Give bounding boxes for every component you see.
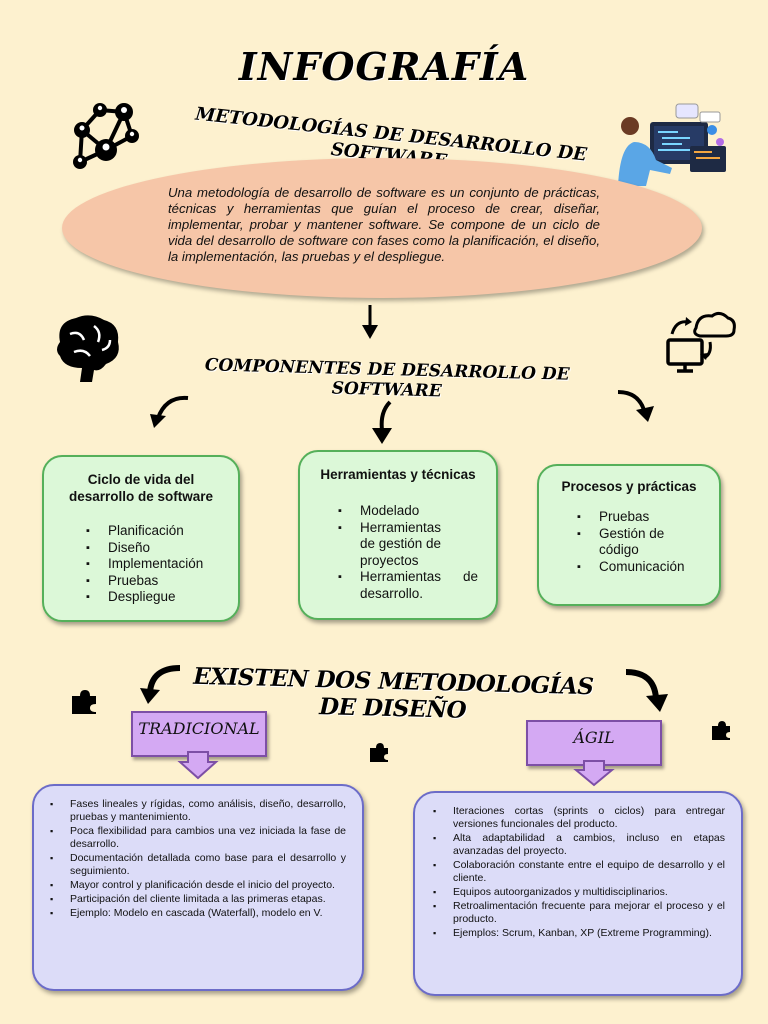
page-title: INFOGRAFÍA <box>238 44 530 89</box>
agile-box: Iteraciones cortas (sprints o ciclos) pa… <box>413 791 743 996</box>
list-item: Fases lineales y rígidas, como análisis,… <box>42 798 346 824</box>
card-lifecycle-title: Ciclo de vida del desarrollo de software <box>68 472 214 504</box>
list-item: Comunicación <box>577 559 705 576</box>
network-people-icon <box>73 103 139 169</box>
puzzle-piece-icon <box>72 690 96 714</box>
list-item: Equipos autoorganizados y multidisciplin… <box>425 886 725 899</box>
card-tools: Herramientas y técnicas Modelado Herrami… <box>298 450 498 620</box>
components-title: COMPONENTES DE DESARROLLO DE SOFTWARE <box>204 355 570 402</box>
list-item: Planificación <box>86 523 238 540</box>
list-item: Herramientas de desarrollo. <box>338 569 478 602</box>
agile-label: ÁGIL <box>526 720 662 766</box>
list-item: Pruebas <box>577 509 705 526</box>
curved-arrow-left-icon <box>140 665 181 704</box>
list-item: Iteraciones cortas (sprints o ciclos) pa… <box>425 805 725 831</box>
list-item: Modelado <box>338 503 478 520</box>
list-item: Retroalimentación frecuente para mejorar… <box>425 900 725 926</box>
traditional-label: TRADICIONAL <box>131 711 267 757</box>
list-item: Pruebas <box>86 573 238 590</box>
list-item: Ejemplos: Scrum, Kanban, XP (Extreme Pro… <box>425 927 725 940</box>
puzzle-piece-icon <box>370 743 388 762</box>
list-item: Alta adaptabilidad a cambios, incluso en… <box>425 832 725 858</box>
list-item: Gestión de código <box>577 526 679 559</box>
list-item: Mayor control y planificación desde el i… <box>42 879 346 892</box>
curved-arrow-left-icon <box>150 395 189 428</box>
list-item: Poca flexibilidad para cambios una vez i… <box>42 825 346 851</box>
list-item: Implementación <box>86 556 238 573</box>
cloud-sync-computer-icon <box>666 311 736 373</box>
definition-text: Una metodología de desarrollo de softwar… <box>168 185 600 264</box>
definition-ellipse <box>62 158 702 298</box>
list-item: Ejemplo: Modelo en cascada (Waterfall), … <box>42 907 346 920</box>
list-item: Herramientas de gestión de proyectos <box>338 520 450 570</box>
arrow-down-icon <box>177 751 219 780</box>
traditional-box: Fases lineales y rígidas, como análisis,… <box>32 784 364 991</box>
card-processes: Procesos y prácticas Pruebas Gestión de … <box>537 464 721 606</box>
card-processes-title: Procesos y prácticas <box>561 479 697 494</box>
list-item: Participación del cliente limitada a las… <box>42 893 346 906</box>
list-item: Diseño <box>86 540 238 557</box>
developer-at-computer-icon <box>618 103 726 186</box>
list-item: Colaboración constante entre el equipo d… <box>425 859 725 885</box>
arrow-down-icon <box>362 305 378 339</box>
brain-icon <box>57 315 119 382</box>
card-tools-title: Herramientas y técnicas <box>320 467 476 482</box>
list-item: Despliegue <box>86 589 238 606</box>
list-item: Documentación detallada como base para e… <box>42 852 346 878</box>
card-lifecycle: Ciclo de vida del desarrollo de software… <box>42 455 240 622</box>
curved-arrow-down-icon <box>372 400 392 444</box>
puzzle-piece-icon <box>712 721 730 740</box>
curved-arrow-right-icon <box>617 390 654 422</box>
curved-arrow-right-icon <box>625 669 668 712</box>
arrow-down-icon <box>573 760 615 787</box>
